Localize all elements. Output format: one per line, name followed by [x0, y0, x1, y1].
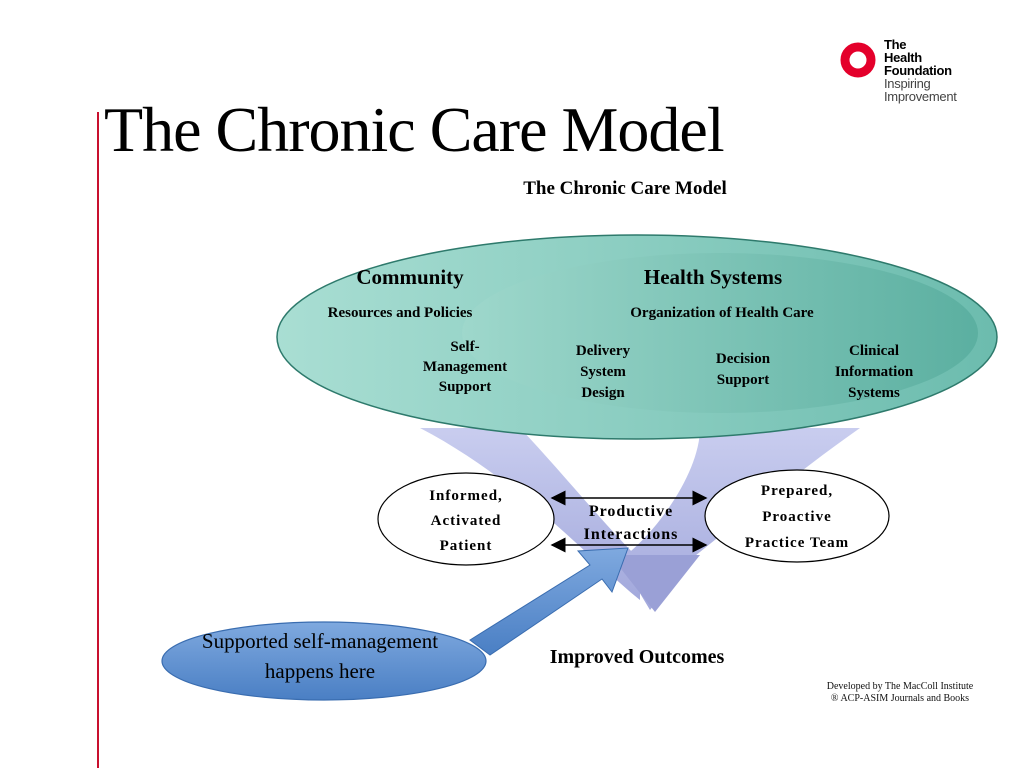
self-management-line-1: Self- — [450, 339, 479, 355]
footnote: Developed by The MacColl Institute ® ACP… — [800, 681, 1000, 705]
clinical-info-line-2: Information — [835, 364, 914, 380]
clinical-info-line-1: Clinical — [849, 343, 899, 359]
slide-title: The Chronic Care Model — [104, 94, 725, 165]
team-ellipse — [704, 469, 890, 563]
footnote-line-1: Developed by The MacColl Institute — [826, 681, 974, 692]
health-systems-subtitle: Organization of Health Care — [630, 305, 814, 321]
patient-line-2: Activated — [431, 513, 502, 529]
health-systems-title: Health Systems — [644, 265, 782, 289]
delivery-system-line-2: System — [580, 364, 626, 380]
diagram-heading: The Chronic Care Model — [523, 178, 727, 199]
team-line-3: Practice Team — [745, 535, 849, 551]
clinical-info-line-3: Systems — [848, 385, 900, 401]
team-line-2: Proactive — [762, 509, 832, 525]
callout-line-1: Supported self-management — [202, 629, 438, 653]
callout-ellipse — [161, 621, 487, 701]
callout-line-2: happens here — [265, 659, 375, 683]
community-subtitle: Resources and Policies — [328, 305, 473, 321]
self-management-line-3: Support — [439, 379, 492, 395]
logo-ring-icon — [840, 42, 876, 78]
patient-line-1: Informed, — [429, 488, 503, 504]
interactions-line-2: Interactions — [584, 526, 679, 543]
team-line-1: Prepared, — [761, 483, 833, 499]
decision-support-line-1: Decision — [716, 351, 771, 367]
delivery-system-line-1: Delivery — [576, 343, 631, 359]
patient-line-3: Patient — [440, 538, 493, 554]
logo-line-4: Inspiring — [884, 76, 931, 91]
decision-support-line-2: Support — [717, 372, 770, 388]
logo-line-1: The — [884, 37, 907, 52]
logo-line-3: Foundation — [884, 63, 952, 78]
improved-outcomes: Improved Outcomes — [550, 646, 725, 668]
callout-arrow — [469, 547, 629, 656]
self-management-line-2: Management — [423, 359, 507, 375]
arrow-head-down — [610, 555, 700, 612]
interactions-line-1: Productive — [589, 503, 673, 520]
health-foundation-logo: The Health Foundation Inspiring Improvem… — [840, 38, 990, 113]
delivery-system-line-3: Design — [581, 385, 625, 401]
community-title: Community — [356, 265, 464, 289]
left-converging-arrow — [420, 428, 640, 600]
logo-line-2: Health — [884, 50, 922, 65]
patient-ellipse — [377, 472, 555, 566]
logo-line-5: Improvement — [884, 89, 957, 104]
red-margin-line — [97, 112, 99, 768]
health-systems-ellipse — [462, 253, 978, 413]
footnote-line-2: ® ACP-ASIM Journals and Books — [830, 693, 970, 704]
